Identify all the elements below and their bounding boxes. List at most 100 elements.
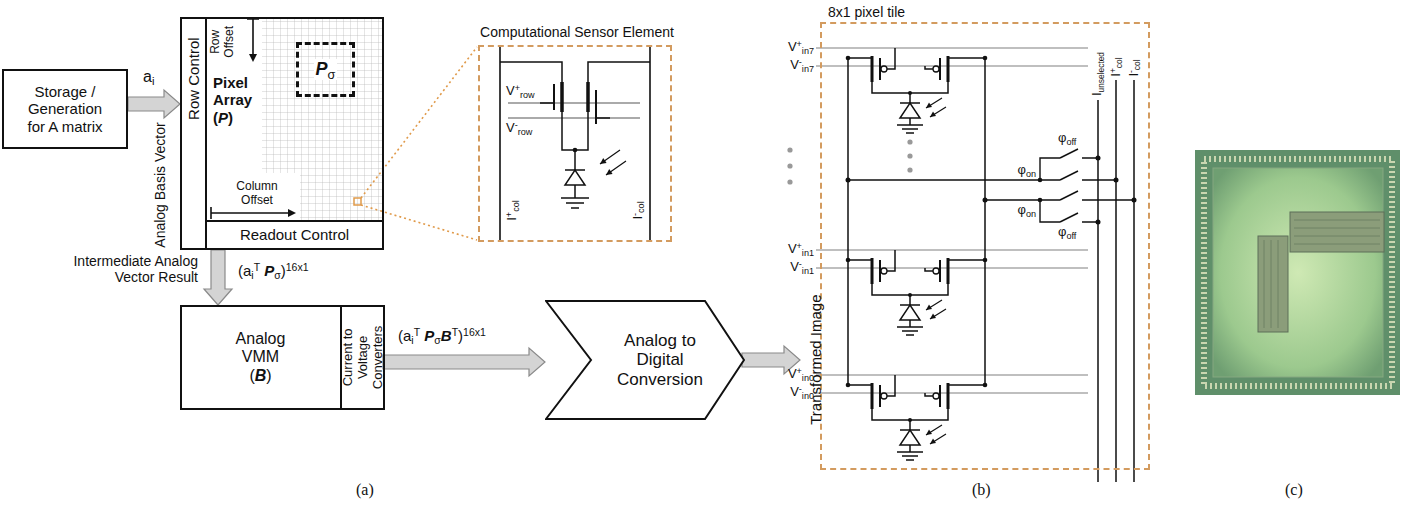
pixel-tile-circuit — [846, 178, 851, 183]
panel-tag: (c) — [1285, 481, 1303, 499]
text-run: + — [797, 241, 802, 251]
vmm-box: Analog VMM (B) Current to Voltage Convert… — [180, 305, 385, 410]
switch-phase: φon — [1006, 203, 1036, 218]
signal-name: V-in0 — [768, 385, 814, 400]
signal-name: I-col — [1127, 59, 1141, 76]
pixel-grid — [354, 198, 361, 205]
text-run: col — [1114, 57, 1124, 68]
signal-name: V-row — [506, 121, 532, 136]
text-run: - — [1125, 70, 1135, 73]
adc-outline — [546, 301, 744, 419]
zoom-leader-lines — [361, 47, 477, 240]
text-run: col — [1132, 59, 1142, 70]
signal-name: V+in0 — [768, 367, 814, 382]
text-run: in7 — [802, 64, 814, 74]
node-label: Analog VMM (B) — [232, 330, 290, 385]
offset-label: Column Offset — [228, 180, 286, 208]
text-run: in1 — [802, 266, 814, 276]
text-run: σ — [328, 68, 336, 82]
row-control-box: Row Control — [180, 17, 207, 250]
signal-name: V+in1 — [768, 242, 814, 257]
node-label: Current to Voltage Converters — [340, 312, 385, 404]
signal-name: V+row — [506, 84, 535, 99]
text-run: + — [797, 366, 802, 376]
pixel-grid — [300, 173, 383, 220]
storage-box: Storage / Generation for A matrix — [2, 69, 128, 149]
signal-name: I+col — [1109, 57, 1123, 76]
zoom-leader-lines — [361, 205, 477, 240]
sensor-circuit — [573, 148, 578, 153]
node-label: Storage / Generation for A matrix — [26, 83, 105, 135]
chip-photo — [1294, 220, 1380, 244]
pixel-tile-circuit — [907, 139, 912, 144]
connector-arrow — [128, 90, 180, 118]
pixel-tile-circuit — [846, 156, 1137, 225]
text-run: + — [797, 39, 802, 49]
readout-control-box: Readout Control — [205, 220, 384, 250]
node-label: Pσ — [314, 59, 338, 80]
sensor-circuit — [500, 62, 650, 208]
text-run: P — [424, 327, 434, 344]
sensor-circuit — [565, 170, 585, 185]
chip-photo — [1290, 212, 1384, 252]
text-run: + — [1107, 68, 1117, 73]
pixel-tile-circuit — [848, 58, 985, 385]
sensor-circuit — [500, 45, 650, 242]
text-run: i — [152, 75, 155, 87]
sensor-circuit — [562, 82, 588, 112]
text-run: σ — [274, 269, 280, 281]
panel-tag: (a) — [356, 481, 374, 499]
node-label: Readout Control — [240, 226, 349, 243]
signal-name: Iunselected — [1091, 52, 1105, 96]
switch-phase: φoff — [1058, 131, 1076, 146]
text-run: B — [441, 327, 452, 344]
offset-arrowhead — [249, 54, 257, 62]
pixel-tile-circuit — [816, 375, 1088, 460]
sensor-circuit — [600, 158, 607, 164]
text-run: - — [799, 57, 802, 67]
pixel-tile-circuit — [1096, 220, 1101, 225]
signal-name: V-in7 — [768, 58, 814, 73]
sensor-circuit — [606, 169, 613, 175]
signal-name: V+in7 — [768, 40, 814, 55]
output-label: Transformed Image — [806, 295, 823, 425]
vector-label: Analog Basis Vector — [152, 122, 168, 247]
pixel-grid — [262, 19, 383, 220]
text-run: i — [251, 269, 253, 281]
text-run: σ — [434, 334, 440, 346]
text-run: col — [510, 200, 520, 212]
text-run: col — [636, 201, 646, 213]
text-run: off — [1066, 137, 1076, 147]
connector-arrow — [383, 348, 545, 376]
pixel-tile-circuit — [787, 179, 792, 184]
text-run: + — [503, 211, 513, 216]
switch-phase: φon — [1006, 163, 1036, 178]
pixel-tile-circuit — [816, 48, 1088, 133]
signal-label: ai — [143, 68, 154, 86]
pixel-grid — [262, 19, 383, 173]
chip-photo — [1258, 236, 1288, 332]
offset-label: Row Offset — [209, 22, 237, 62]
text-run: T — [452, 326, 458, 338]
pixel-tile-circuit — [1096, 156, 1101, 161]
sensor-circuit — [500, 45, 650, 242]
signal-label: (aiT Pσ)16x1 — [238, 262, 309, 279]
stage-note: Intermediate Analog Vector Result — [60, 253, 198, 285]
node-label: Row Control — [185, 38, 202, 121]
node-label: Computational Sensor Element — [466, 24, 688, 40]
text-run: in0 — [802, 373, 814, 383]
text-run: row — [520, 90, 535, 100]
chip-photo — [1204, 159, 1392, 386]
text-run: unselected — [1096, 52, 1106, 93]
text-run: 16x1 — [286, 261, 309, 273]
text-run: T — [414, 326, 420, 338]
text-run: P — [264, 262, 274, 279]
pixel-subarray-box: Pσ — [296, 42, 355, 97]
chip-photo — [1213, 168, 1383, 377]
signal-name: I-col — [631, 201, 646, 219]
signal-label: (aiT PσBT)16x1 — [398, 327, 486, 344]
